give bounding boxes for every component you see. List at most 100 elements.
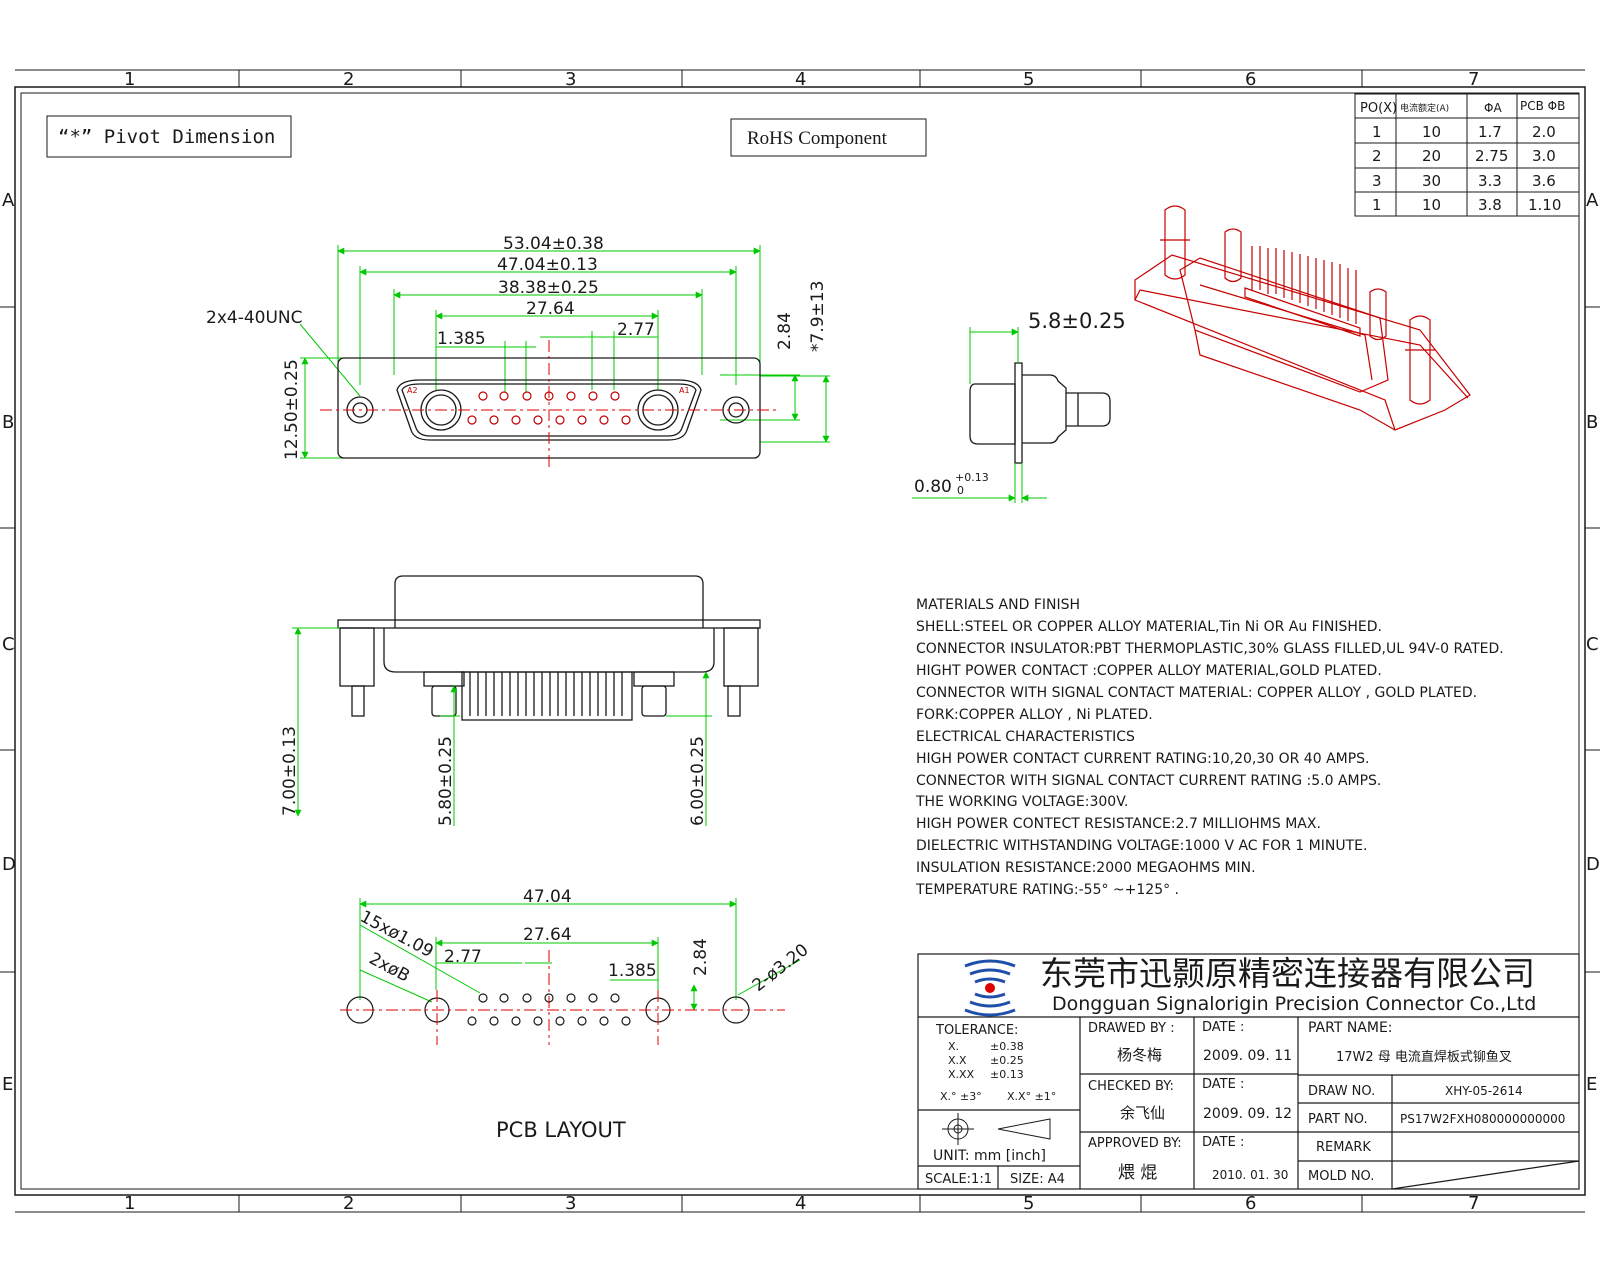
dim-flange-tol-upper: +0.13 bbox=[955, 471, 989, 484]
spec-line: THE WORKING VOLTAGE:300V. bbox=[915, 794, 1128, 810]
dim-thread: 2x4-40UNC bbox=[206, 308, 303, 328]
col-label: 1 bbox=[124, 1193, 135, 1214]
dim-power: 27.64 bbox=[526, 299, 575, 319]
angle-tol-1: X.° ±3° bbox=[940, 1090, 982, 1103]
part-name-label: PART NAME: bbox=[1308, 1020, 1393, 1036]
col-label: 2 bbox=[343, 1193, 354, 1214]
row-label: D bbox=[1586, 854, 1600, 875]
dim-flange-tol-lower: 0 bbox=[957, 484, 964, 497]
date-drawn: 2009. 09. 11 bbox=[1203, 1048, 1292, 1064]
pcb-power-holes: 2xøB bbox=[366, 949, 413, 987]
dim-overall: 53.04±0.38 bbox=[503, 234, 604, 254]
po-cell: 2.0 bbox=[1532, 123, 1556, 141]
tol-val: ±0.25 bbox=[990, 1054, 1024, 1067]
dim-shell-h: 2.84 bbox=[775, 312, 795, 350]
spec-line: HIGH POWER CONTECT RESISTANCE:2.7 MILLIO… bbox=[916, 816, 1321, 832]
dim-height: 12.50±0.25 bbox=[282, 359, 302, 460]
date-label: DATE : bbox=[1202, 1077, 1244, 1092]
po-cell: 1.7 bbox=[1478, 123, 1502, 141]
po-cell: 1 bbox=[1372, 196, 1382, 214]
row-label: E bbox=[1586, 1074, 1597, 1095]
col-label: 7 bbox=[1468, 1193, 1479, 1214]
draw-no-label: DRAW NO. bbox=[1308, 1084, 1375, 1099]
pivot-note-text: “*” Pivot Dimension bbox=[58, 126, 275, 148]
pcb-pitch: 2.77 bbox=[444, 947, 482, 967]
po-cell: 2.75 bbox=[1475, 147, 1508, 165]
projection-symbol bbox=[942, 1113, 1051, 1145]
angle-tol-2: X.X° ±1° bbox=[1007, 1090, 1056, 1103]
col-label: 5 bbox=[1023, 1193, 1034, 1214]
row-label: D bbox=[2, 854, 16, 875]
po-cell: 30 bbox=[1422, 172, 1441, 190]
row-label: B bbox=[2, 412, 14, 433]
approved-by-label: APPROVED BY: bbox=[1088, 1136, 1182, 1151]
dim-mount: 47.04±0.13 bbox=[497, 255, 598, 275]
drawing-frame bbox=[0, 69, 1600, 1213]
col-label: 3 bbox=[565, 1193, 576, 1214]
pcb-mount-holes: 2-ø3.20 bbox=[749, 940, 813, 996]
remark-label: REMARK bbox=[1316, 1140, 1371, 1155]
row-label: A bbox=[1586, 190, 1599, 211]
po-cell: 1.10 bbox=[1528, 196, 1561, 214]
row-label: C bbox=[1586, 634, 1599, 655]
date-label: DATE : bbox=[1202, 1135, 1244, 1150]
tol-key: X.XX bbox=[948, 1068, 975, 1081]
po-header: PCB ΦB bbox=[1520, 99, 1565, 113]
side-view: 5.8±0.25 0.80 +0.13 0 bbox=[912, 309, 1126, 503]
spec-line: ELECTRICAL CHARACTERISTICS bbox=[916, 729, 1135, 745]
col-label: 4 bbox=[795, 69, 806, 90]
po-cell: 2 bbox=[1372, 147, 1382, 165]
row-label: E bbox=[2, 1074, 13, 1095]
pin-label-a1: A1 bbox=[679, 386, 690, 395]
row-label: A bbox=[2, 190, 15, 211]
mold-no-label: MOLD NO. bbox=[1308, 1169, 1374, 1184]
spec-line: INSULATION RESISTANCE:2000 MEGAOHMS MIN. bbox=[916, 860, 1256, 876]
po-cell: 3.3 bbox=[1478, 172, 1502, 190]
rohs-note-text: RoHS Component bbox=[747, 128, 888, 149]
po-cell: 1 bbox=[1372, 123, 1382, 141]
frame-labels: 1 2 3 4 5 6 7 1 2 3 4 5 6 7 A B C D E A … bbox=[2, 69, 1600, 1214]
spec-line: FORK:COPPER ALLOY , Ni PLATED. bbox=[916, 707, 1153, 723]
pin-label-a2: A2 bbox=[407, 386, 418, 395]
po-header: PO(X) bbox=[1360, 101, 1397, 116]
unit-label: UNIT: mm [inch] bbox=[933, 1148, 1046, 1164]
date-checked: 2009. 09. 12 bbox=[1203, 1106, 1292, 1122]
dim-pivot-h: *7.9±13 bbox=[808, 281, 828, 352]
po-header: 电流额定(A) bbox=[1400, 102, 1449, 114]
pcb-row-spacing: 2.84 bbox=[691, 938, 711, 976]
pivot-note: “*” Pivot Dimension bbox=[46, 115, 292, 158]
col-label: 4 bbox=[795, 1193, 806, 1214]
checked-by: 余飞仙 bbox=[1120, 1104, 1165, 1122]
pcb-layout: 47.04 27.64 2.77 1.385 15xø1.09 2xøB 2-ø… bbox=[340, 887, 812, 1142]
approved-by: 煨 焜 bbox=[1118, 1163, 1157, 1183]
spec-line: CONNECTOR WITH SIGNAL CONTACT MATERIAL: … bbox=[916, 685, 1477, 701]
dim-right: 6.00±0.25 bbox=[688, 736, 708, 826]
row-label: C bbox=[2, 634, 15, 655]
spec-line: TEMPERATURE RATING:-55° ~+125° . bbox=[915, 882, 1179, 898]
po-table: PO(X) 电流额定(A) ΦA PCB ΦB 1 10 1.7 2.0 2 2… bbox=[1354, 93, 1580, 217]
dim-depth: 5.8±0.25 bbox=[1028, 309, 1126, 333]
date-approved: 2010. 01. 30 bbox=[1212, 1168, 1288, 1182]
draw-no: XHY-05-2614 bbox=[1445, 1084, 1523, 1098]
po-cell: 20 bbox=[1422, 147, 1441, 165]
rohs-note: RoHS Component bbox=[730, 118, 927, 157]
scale-label: SCALE:1:1 bbox=[925, 1172, 992, 1187]
tol-val: ±0.38 bbox=[990, 1040, 1024, 1053]
po-header: ΦA bbox=[1484, 101, 1502, 115]
company-name-en: Dongguan Signalorigin Precision Connecto… bbox=[1052, 993, 1536, 1015]
pcb-layout-title: PCB LAYOUT bbox=[496, 1118, 626, 1142]
col-label: 5 bbox=[1023, 69, 1034, 90]
po-cell: 10 bbox=[1422, 196, 1441, 214]
size-label: SIZE: A4 bbox=[1010, 1172, 1065, 1187]
checked-by-label: CHECKED BY: bbox=[1088, 1079, 1174, 1094]
col-label: 1 bbox=[124, 69, 135, 90]
dim-pitch: 2.77 bbox=[617, 320, 655, 340]
part-name: 17W2 母 电流直焊板式铆鱼叉 bbox=[1336, 1049, 1512, 1065]
col-label: 6 bbox=[1245, 69, 1256, 90]
dim-half-pitch: 1.385 bbox=[437, 329, 486, 349]
spec-line: HIGH POWER CONTACT CURRENT RATING:10,20,… bbox=[916, 751, 1370, 767]
po-cell: 3.8 bbox=[1478, 196, 1502, 214]
spec-line: CONNECTOR INSULATOR:PBT THERMOPLASTIC,30… bbox=[916, 641, 1504, 657]
pcb-signal-holes: 15xø1.09 bbox=[357, 907, 437, 962]
spec-line: MATERIALS AND FINISH bbox=[916, 597, 1080, 613]
